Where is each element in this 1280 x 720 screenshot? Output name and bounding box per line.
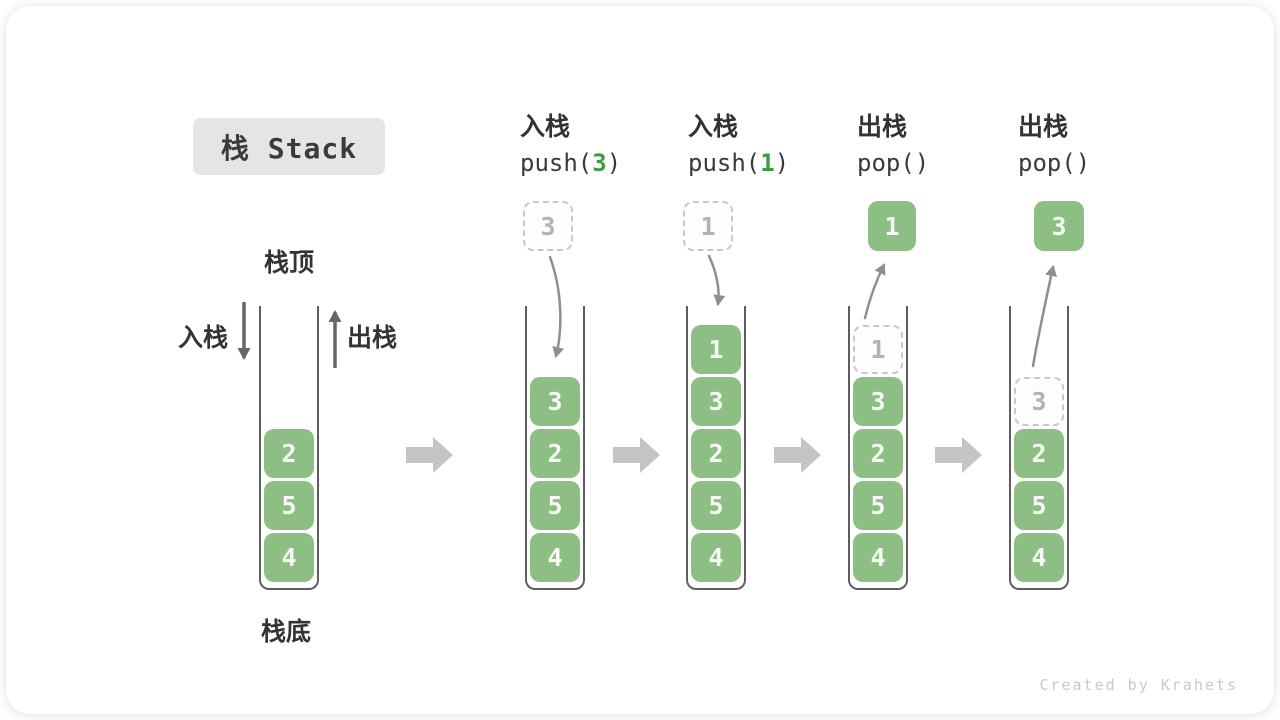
watermark: Created by Krahets — [1039, 676, 1238, 694]
stack-cell: 2 — [530, 429, 580, 478]
step-arrow-icon — [613, 437, 660, 473]
arrows-overlay — [237, 254, 1058, 473]
stack-container-push-3: 3 2 5 4 — [525, 306, 585, 590]
diagram-title: 栈 Stack — [193, 118, 385, 175]
op-label-cn-pop1: 出栈 — [857, 113, 908, 141]
stack-cell: 2 — [691, 429, 741, 478]
stack-bottom-label: 栈底 — [260, 618, 311, 646]
popped-value-box: 1 — [868, 201, 916, 251]
code-pre: pop( — [1018, 149, 1076, 177]
op-label-cn-pop3: 出栈 — [1018, 113, 1069, 141]
stack-container-initial: 2 5 4 — [259, 306, 319, 590]
ghost-slot: 3 — [1014, 377, 1064, 426]
stack-container-pop-1: 1 3 2 5 4 — [848, 306, 908, 590]
code-post: ) — [914, 149, 930, 177]
stack-cell: 5 — [1014, 481, 1064, 530]
stack-cell: 3 — [853, 377, 903, 426]
stack-diagram-card: 栈 Stack 栈顶 栈底 入栈 出栈 入栈 push(3) 入栈 push(1… — [6, 6, 1274, 714]
stack-cell: 5 — [264, 481, 314, 530]
push-arrow-icon — [707, 254, 726, 306]
stack-cell: 3 — [530, 377, 580, 426]
stack-cell: 2 — [853, 429, 903, 478]
pop-direction-label: 出栈 — [347, 324, 398, 352]
stack-cell: 2 — [264, 429, 314, 478]
step-arrow-icon — [406, 437, 453, 473]
staged-value-box: 3 — [523, 201, 573, 251]
code-post: ) — [1075, 149, 1091, 177]
stack-cell: 2 — [1014, 429, 1064, 478]
stack-cell: 4 — [691, 533, 741, 582]
op-label-code-pop1: pop() — [857, 150, 929, 176]
popped-value-box: 3 — [1034, 201, 1084, 251]
step-arrow-icon — [935, 437, 982, 473]
step-arrow-icon — [774, 437, 821, 473]
op-label-code-push3: push(3) — [520, 150, 621, 176]
op-label-code-push1: push(1) — [688, 150, 789, 176]
stack-container-pop-3: 3 2 5 4 — [1009, 306, 1069, 590]
ghost-slot: 1 — [853, 325, 903, 374]
code-post: ) — [606, 149, 622, 177]
op-label-cn-push1: 入栈 — [688, 113, 739, 141]
stack-cell: 5 — [530, 481, 580, 530]
stack-cell: 4 — [530, 533, 580, 582]
stack-top-label: 栈顶 — [263, 249, 314, 277]
code-pre: push( — [520, 149, 593, 177]
code-arg: 1 — [760, 149, 775, 177]
code-pre: pop( — [857, 149, 915, 177]
stack-container-push-1: 1 3 2 5 4 — [686, 306, 746, 590]
code-arg: 3 — [592, 149, 607, 177]
code-pre: push( — [688, 149, 761, 177]
op-label-cn-push3: 入栈 — [520, 113, 571, 141]
stack-cell: 5 — [853, 481, 903, 530]
stack-cell: 3 — [691, 377, 741, 426]
staged-value-box: 1 — [683, 201, 733, 251]
diagram-title-text: 栈 Stack — [220, 131, 358, 165]
stack-cell: 5 — [691, 481, 741, 530]
op-label-code-pop3: pop() — [1018, 150, 1090, 176]
stack-cell: 4 — [264, 533, 314, 582]
stack-cell: 1 — [691, 325, 741, 374]
stack-cell: 4 — [1014, 533, 1064, 582]
stack-cell: 4 — [853, 533, 903, 582]
push-direction-label: 入栈 — [177, 324, 228, 352]
code-post: ) — [774, 149, 790, 177]
